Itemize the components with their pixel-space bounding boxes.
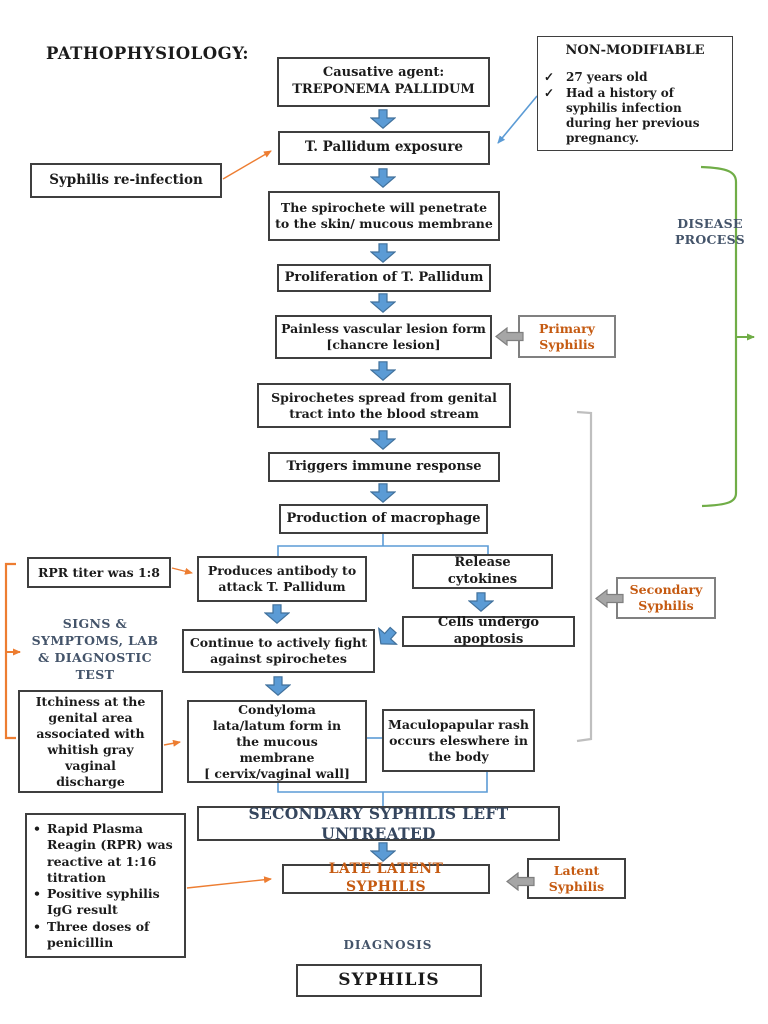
flow-arrow-proliferation-to-chancre	[370, 293, 396, 313]
treatment-item: • Positive syphilis IgG result	[33, 886, 178, 919]
box-secondary-untreated: SECONDARY SYPHILIS LEFT UNTREATED	[197, 804, 560, 843]
non-modifiable-item: ✓ 27 years old	[544, 70, 726, 85]
box-non-modifiable: NON-MODIFIABLE ✓ 27 years old ✓ Had a hi…	[537, 36, 733, 151]
stage-arrow-secondary-syphilis	[595, 589, 624, 608]
flow-arrow-immune-to-macrophage	[370, 483, 396, 503]
flow-arrow-chancre-to-spread	[370, 361, 396, 381]
box-continue-fight: Continue to actively fight against spiro…	[182, 629, 375, 673]
flow-arrow-spread-to-immune	[370, 430, 396, 450]
treatment-item: • Three doses of penicillin	[33, 919, 178, 952]
stage-label-secondary-syphilis: Secondary Syphilis	[616, 577, 716, 619]
check-icon: ✓	[544, 69, 555, 84]
box-chancre-lesion: Painless vascular lesion form [chancre l…	[275, 315, 492, 359]
check-icon: ✓	[544, 85, 555, 100]
flow-arrow-penetrate-to-proliferation	[370, 243, 396, 263]
page-title: PATHOPHYSIOLOGY:	[46, 44, 250, 63]
arrow-reinfection-to-exposure	[222, 150, 272, 180]
flow-arrow-exposure-to-penetrate	[370, 168, 396, 188]
non-modifiable-item: ✓ Had a history of syphilis infection du…	[544, 86, 726, 146]
box-condyloma: Condyloma lata/latum form in the mucous …	[187, 700, 367, 783]
bullet-icon: •	[33, 918, 41, 934]
box-causative-agent: Causative agent: TREPONEMA PALLIDUM	[277, 57, 490, 107]
box-produces-antibody: Produces antibody to attack T. Pallidum	[197, 556, 367, 602]
treatment-item-text: Positive syphilis IgG result	[47, 886, 160, 918]
box-maculopapular-rash: Maculopapular rash occurs eleswhere in t…	[382, 709, 535, 772]
box-rpr-titer: RPR titer was 1:8	[27, 557, 171, 588]
arrow-itchiness-to-condyloma	[163, 739, 181, 747]
flow-arrow-apoptosis-to-fight	[371, 621, 404, 653]
causative-agent-name: TREPONEMA PALLIDUM	[292, 82, 475, 97]
non-modifiable-item-text: Had a history of syphilis infection duri…	[566, 85, 700, 145]
box-triggers-immune-response: Triggers immune response	[268, 452, 500, 482]
arrow-treatment-to-late-latent	[186, 876, 272, 889]
arrow-rpr-to-antibody	[171, 567, 193, 575]
non-modifiable-title: NON-MODIFIABLE	[565, 43, 705, 58]
flow-arrow-causative-to-exposure	[370, 109, 396, 129]
treatment-item: • Rapid Plasma Reagin (RPR) was reactive…	[33, 821, 178, 886]
bullet-icon: •	[33, 886, 41, 901]
treatment-item-text: Rapid Plasma Reagin (RPR) was reactive a…	[47, 821, 173, 885]
stage-arrow-latent-syphilis	[506, 872, 535, 891]
non-modifiable-item-text: 27 years old	[566, 69, 648, 84]
box-late-latent-syphilis: LATE LATENT SYPHILIS	[282, 861, 490, 895]
flow-arrow-fight-to-condyloma	[265, 676, 291, 696]
stage-arrow-primary-syphilis	[495, 327, 524, 346]
box-cells-apoptosis: Cells undergo apoptosis	[402, 615, 575, 647]
box-spirochete-penetrate: The spirochete will penetrate to the ski…	[268, 191, 500, 241]
diagnosis-heading: DIAGNOSIS	[343, 938, 433, 952]
connector-macrophage-split	[277, 533, 489, 556]
bullet-icon: •	[33, 821, 41, 836]
signs-symptoms-heading: SIGNS & SYMPTOMS, LAB & DIAGNOSTIC TEST	[31, 616, 159, 682]
box-syphilis-reinfection: Syphilis re-infection	[30, 163, 222, 198]
box-lab-treatment: • Rapid Plasma Reagin (RPR) was reactive…	[25, 813, 186, 958]
stage-label-primary-syphilis: Primary Syphilis	[518, 315, 616, 358]
box-diagnosis-syphilis: SYPHILIS	[296, 964, 482, 997]
box-production-macrophage: Production of macrophage	[279, 504, 488, 534]
flow-arrow-untreated-to-late-latent	[370, 842, 396, 862]
flow-arrow-cytokines-to-apoptosis	[468, 592, 494, 612]
box-itchiness: Itchiness at the genital area associated…	[18, 690, 163, 793]
box-t-pallidum-exposure: T. Pallidum exposure	[278, 131, 490, 165]
connector-nonmodifiable-to-exposure	[497, 95, 538, 144]
treatment-item-text: Three doses of penicillin	[47, 918, 150, 950]
stage-label-latent-syphilis: Latent Syphilis	[527, 858, 626, 899]
signs-bracket	[4, 562, 16, 740]
disease-process-label: DISEASE PROCESS	[674, 216, 746, 248]
box-proliferation: Proliferation of T. Pallidum	[277, 264, 491, 292]
causative-agent-label: Causative agent:	[322, 65, 445, 81]
box-release-cytokines: Release cytokines	[412, 554, 553, 589]
flow-arrow-antibody-to-fight	[264, 604, 290, 624]
box-spirochetes-spread: Spirochetes spread from genital tract in…	[257, 383, 511, 428]
secondary-span-bracket	[576, 410, 593, 743]
